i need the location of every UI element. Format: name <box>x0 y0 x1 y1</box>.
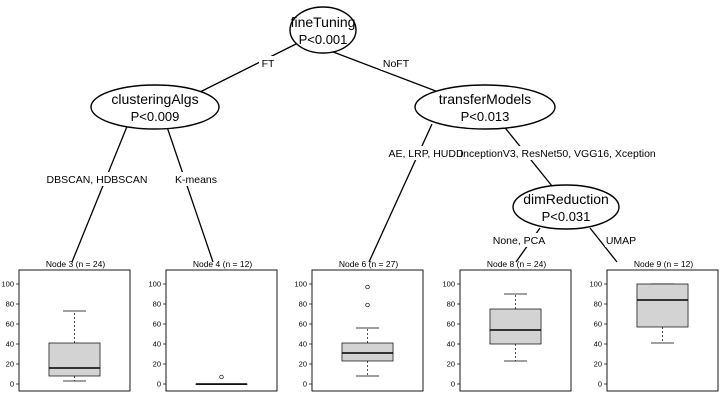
node-finetuning-p: P<0.001 <box>299 32 348 47</box>
panel-title: Node 8 (n = 24) <box>487 259 546 269</box>
node-clusteringalgs: clusteringAlgs P<0.009 <box>90 84 220 130</box>
edge-dimreduction-node9 <box>589 227 618 263</box>
y-tick-label: 80 <box>153 300 161 309</box>
box-iqr <box>48 342 101 377</box>
node-finetuning: fineTuning P<0.001 <box>289 6 357 54</box>
node-transfermodels: transferModels P<0.013 <box>414 84 556 130</box>
box-iqr <box>489 308 542 345</box>
edge-label-dbscan: DBSCAN, HDBSCAN <box>47 174 148 186</box>
y-tick-label: 40 <box>299 340 307 349</box>
panel-frame <box>165 269 278 392</box>
box-iqr <box>341 342 394 362</box>
edge-label-umap: UMAP <box>606 235 636 247</box>
y-tick-label: 60 <box>447 320 455 329</box>
panel-title: Node 9 (n = 12) <box>634 259 693 269</box>
node-transfermodels-name: transferModels <box>439 91 532 107</box>
node-clusteringalgs-p: P<0.009 <box>131 109 180 124</box>
edge-finetuning-clustering <box>195 41 301 95</box>
y-tick-label: 40 <box>153 340 161 349</box>
y-tick-label: 40 <box>6 340 14 349</box>
y-tick-label: 0 <box>10 380 14 389</box>
terminal-node-3: Node 6 (n = 27) 0 20 40 60 80 100 <box>294 259 424 392</box>
y-tick-label: 20 <box>6 360 14 369</box>
node-dimreduction-p: P<0.031 <box>542 209 591 224</box>
y-tick-label: 60 <box>594 320 602 329</box>
outlier-point <box>365 302 370 308</box>
panel-title: Node 3 (n = 24) <box>46 259 105 269</box>
node-clusteringalgs-name: clusteringAlgs <box>111 91 198 107</box>
box-iqr <box>636 283 689 328</box>
y-tick-label: 100 <box>1 280 14 289</box>
y-tick-label: 20 <box>594 360 602 369</box>
panel-title: Node 4 (n = 12) <box>193 259 252 269</box>
y-tick-label: 100 <box>442 280 455 289</box>
y-tick-label: 20 <box>153 360 161 369</box>
edge-clustering-node3 <box>71 123 129 263</box>
node-finetuning-name: fineTuning <box>291 14 356 30</box>
panel-title: Node 6 (n = 27) <box>339 259 398 269</box>
edge-transfer-node6 <box>368 123 433 263</box>
y-tick-label: 0 <box>303 380 307 389</box>
outlier-point <box>365 284 370 290</box>
terminal-node-2: Node 4 (n = 12) 0 20 40 60 80 100 <box>148 259 278 392</box>
edge-labels: FT NoFT DBSCAN, HDBSCAN K-means AE, LRP,… <box>47 56 656 247</box>
y-tick-label: 0 <box>598 380 602 389</box>
node-dimreduction-name: dimReduction <box>523 191 609 207</box>
y-tick-label: 60 <box>153 320 161 329</box>
y-tick-label: 100 <box>148 280 161 289</box>
edge-label-noft: NoFT <box>383 58 410 70</box>
y-tick-label: 100 <box>294 280 307 289</box>
y-tick-label: 0 <box>157 380 161 389</box>
y-tick-label: 20 <box>299 360 307 369</box>
y-tick-label: 0 <box>451 380 455 389</box>
node-transfermodels-p: P<0.013 <box>461 109 510 124</box>
terminal-node-4: Node 8 (n = 24) 0 20 40 60 80 100 <box>442 259 572 392</box>
y-tick-label: 80 <box>594 300 602 309</box>
y-tick-label: 100 <box>589 280 602 289</box>
edge-label-ft: FT <box>262 58 275 70</box>
y-tick-label: 40 <box>447 340 455 349</box>
y-tick-label: 60 <box>6 320 14 329</box>
y-tick-label: 80 <box>299 300 307 309</box>
edge-label-ae-lrp-hudd: AE, LRP, HUDD <box>388 148 463 160</box>
edge-clustering-node4 <box>165 123 214 263</box>
y-tick-label: 20 <box>447 360 455 369</box>
outlier-point <box>219 374 224 380</box>
y-tick-label: 40 <box>594 340 602 349</box>
edge-label-kmeans: K-means <box>175 174 217 186</box>
edge-label-none-pca: None, PCA <box>493 235 546 247</box>
edge-finetuning-transfer <box>327 49 442 94</box>
y-tick-label: 80 <box>6 300 14 309</box>
y-tick-label: 80 <box>447 300 455 309</box>
terminal-node-1: Node 3 (n = 24) 0 20 40 60 80 100 <box>1 259 131 392</box>
y-tick-label: 60 <box>299 320 307 329</box>
terminal-node-5: Node 9 (n = 12) 0 20 40 60 80 100 <box>589 259 719 392</box>
edge-label-inception: InceptionV3, ResNet50, VGG16, Xception <box>460 148 656 160</box>
node-dimreduction: dimReduction P<0.031 <box>512 184 620 230</box>
